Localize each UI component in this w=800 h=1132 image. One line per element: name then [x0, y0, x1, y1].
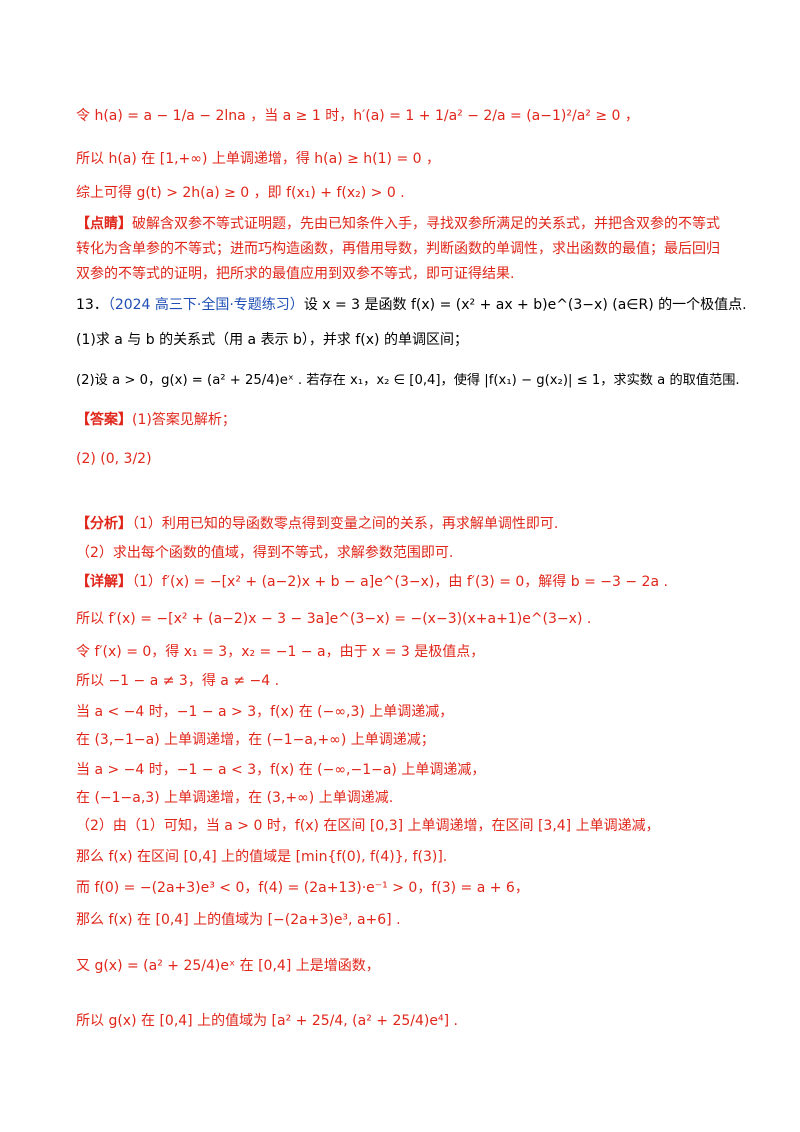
question-text: 设 x = 3 是函数 f(x) = (x² + ax + b)e^(3−x) … — [303, 297, 747, 313]
question-13-stem: 13．（2024 高三下·全国·专题练习）设 x = 3 是函数 f(x) = … — [76, 295, 747, 315]
detail-tag: 【详解】 — [76, 574, 132, 590]
text-line: 所以 h(a) 在 [1,+∞) 上单调递增，得 h(a) ≥ h(1) = 0… — [76, 151, 440, 167]
text-line: 那么 f(x) 在 [0,4] 上的值域为 [−(2a+3)e³, a+6] . — [76, 912, 401, 928]
text-line: 令 h(a) = a − 1/a − 2lna ，当 a ≥ 1 时，h′(a)… — [76, 108, 639, 124]
answer-block: 【答案】(1)答案见解析； — [76, 410, 736, 430]
analysis-tag: 【分析】 — [76, 516, 132, 532]
text-line: 转化为含单参的不等式；进而巧构造函数，再借用导数，判断函数的单调性，求出函数的最… — [76, 241, 720, 257]
text-line: 在 (−1−a,3) 上单调递增，在 (3,+∞) 上单调递减. — [76, 790, 394, 806]
question-source: （2024 高三下·全国·专题练习） — [107, 297, 304, 313]
question-part-1: (1)求 a 与 b 的关系式（用 a 表示 b），并求 f(x) 的单调区间； — [76, 332, 468, 348]
text-line: 在 (3,−1−a) 上单调递增，在 (−1−a,+∞) 上单调递减； — [76, 732, 435, 748]
question-number: 13． — [76, 297, 108, 313]
text-line: 所以 g(x) 在 [0,4] 上的值域为 [a² + 25/4, (a² + … — [76, 1013, 458, 1029]
text-line: 而 f(0) = −(2a+3)e³ < 0，f(4) = (2a+13)·e⁻… — [76, 880, 529, 896]
question-part-2: (2)设 a > 0，g(x) = (a² + 25/4)eˣ . 若存在 x₁… — [76, 373, 740, 388]
text-line: 综上可得 g(t) > 2h(a) ≥ 0 ，即 f(x₁) + f(x₂) >… — [76, 185, 405, 201]
text-line: 当 a > −4 时，−1 − a < 3，f(x) 在 (−∞,−1−a) 上… — [76, 762, 486, 778]
answer-part-1: (1)答案见解析； — [132, 412, 236, 428]
text-line: 所以 −1 − a ≠ 3，得 a ≠ −4 . — [76, 673, 280, 689]
text-line: （2）由（1）可知，当 a > 0 时，f(x) 在区间 [0,3] 上单调递增… — [76, 818, 660, 834]
answer-tag: 【答案】 — [76, 412, 132, 428]
text-line: （2）求出每个函数的值域，得到不等式，求解参数范围即可. — [76, 545, 454, 561]
text-line: 令 f′(x) = 0，得 x₁ = 3，x₂ = −1 − a，由于 x = … — [76, 644, 485, 660]
note-block: 【点睛】破解含双参不等式证明题，先由已知条件入手，寻找双参所满足的关系式，并把含… — [76, 214, 736, 234]
note-tag: 【点睛】 — [76, 216, 132, 232]
detail-block: 【详解】（1）f′(x) = −[x² + (a−2)x + b − a]e^(… — [76, 572, 736, 592]
text-line: 那么 f(x) 在区间 [0,4] 上的值域是 [min{f(0), f(4)}… — [76, 849, 448, 865]
analysis-block: 【分析】（1）利用已知的导函数零点得到变量之间的关系，再求解单调性即可. — [76, 514, 736, 534]
text-line: （1）f′(x) = −[x² + (a−2)x + b − a]e^(3−x)… — [132, 574, 668, 590]
text-line: 所以 f′(x) = −[x² + (a−2)x − 3 − 3a]e^(3−x… — [76, 611, 592, 627]
answer-part-2: (2) (0, 3/2) — [76, 451, 152, 467]
text-line: 当 a < −4 时，−1 − a > 3，f(x) 在 (−∞,3) 上单调递… — [76, 704, 454, 720]
text-line: 又 g(x) = (a² + 25/4)eˣ 在 [0,4] 上是增函数， — [76, 958, 380, 974]
text-line: （1）利用已知的导函数零点得到变量之间的关系，再求解单调性即可. — [132, 516, 559, 532]
text-line: 破解含双参不等式证明题，先由已知条件入手，寻找双参所满足的关系式，并把含双参的不… — [132, 216, 720, 232]
text-line: 双参的不等式的证明，把所求的最值应用到双参不等式，即可证得结果. — [76, 266, 515, 282]
